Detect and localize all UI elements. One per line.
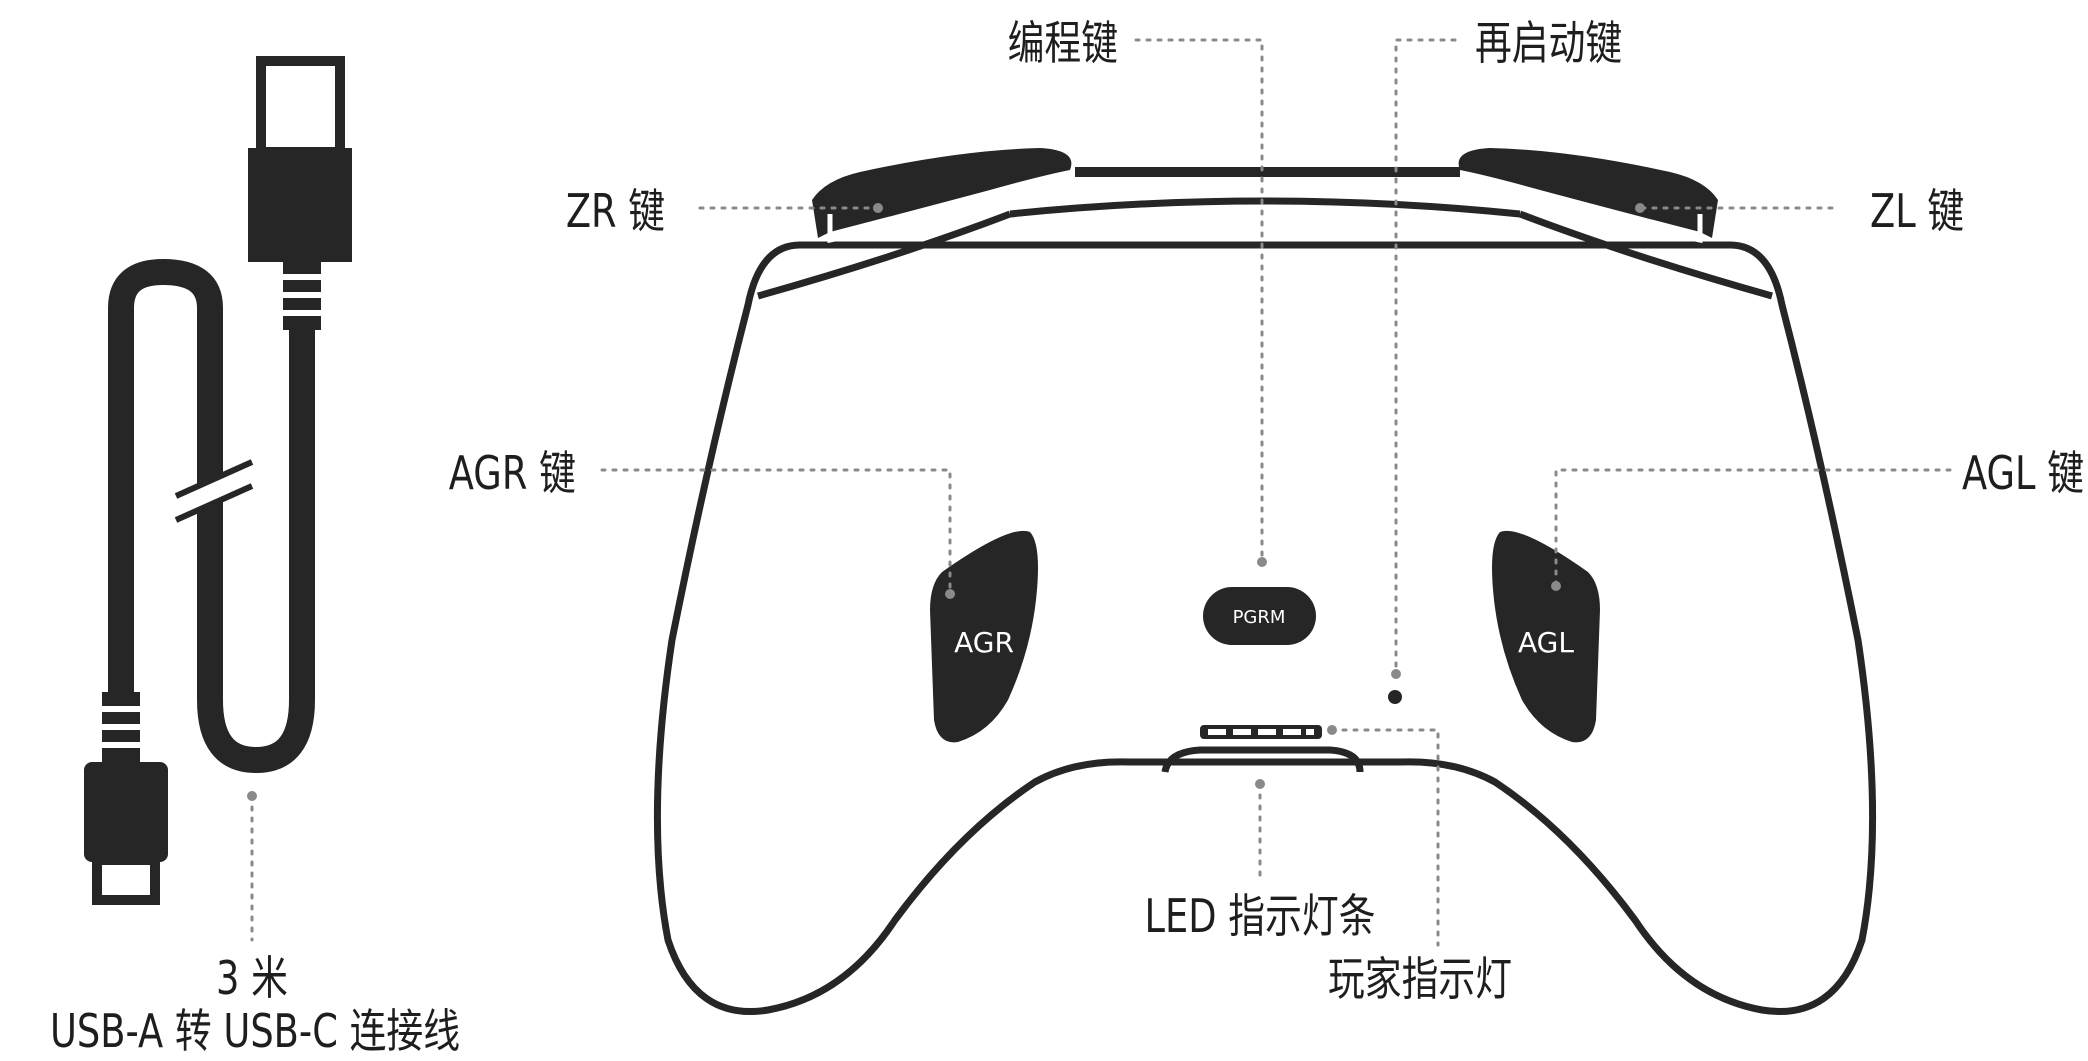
leader-end-dots [247, 203, 1645, 801]
usb-a-metal-shell [256, 56, 345, 157]
controller-illustration [653, 148, 1877, 1015]
shoulder-band-right [1518, 210, 1773, 300]
label-cable-name: USB-A 转 USB-C 连接线 [50, 1004, 460, 1058]
label-agl-key: AGL 键 [1962, 446, 2085, 500]
bottom-lip [1161, 746, 1364, 773]
player-indicator-dot [1388, 690, 1402, 704]
zl-trigger [1458, 148, 1718, 238]
zr-trigger [812, 148, 1072, 238]
label-led-bar: LED 指示灯条 [1144, 889, 1376, 943]
leader-player-indicator [1330, 728, 1440, 947]
agr-paddle [930, 530, 1038, 743]
agr-button-text: AGR [954, 626, 1014, 659]
usb-c-plug-body [84, 762, 168, 862]
usb-a-plug-body [248, 148, 352, 262]
label-player-indicator: 玩家指示灯 [1328, 952, 1512, 1006]
cable-loop [108, 259, 315, 773]
label-cable-length: 3 米 [216, 951, 288, 1005]
label-agr-key: AGR 键 [448, 446, 576, 500]
pgrm-button-text: PGRM [1233, 607, 1286, 628]
label-zr-key: ZR 键 [565, 184, 665, 238]
leader-restart-key [1394, 38, 1457, 674]
agl-paddle [1492, 530, 1600, 743]
shoulder-band-left [757, 210, 1012, 300]
top-edge [1009, 197, 1521, 218]
label-program-key: 编程键 [1007, 16, 1118, 70]
leader-agl-key [1554, 468, 1952, 586]
label-zl-key: ZL 键 [1870, 184, 1965, 238]
led-bar [1200, 725, 1322, 739]
cable-break-marks [174, 459, 254, 523]
usb-c-metal-tip [92, 855, 160, 905]
pgrm-button [1203, 587, 1316, 645]
leader-program-key [1134, 38, 1264, 562]
usb-cable-illustration [84, 56, 352, 905]
leader-lines [250, 38, 1952, 947]
agl-button-text: AGL [1518, 626, 1574, 659]
leader-agr-key [600, 468, 952, 594]
label-restart-key: 再启动键 [1475, 16, 1623, 70]
